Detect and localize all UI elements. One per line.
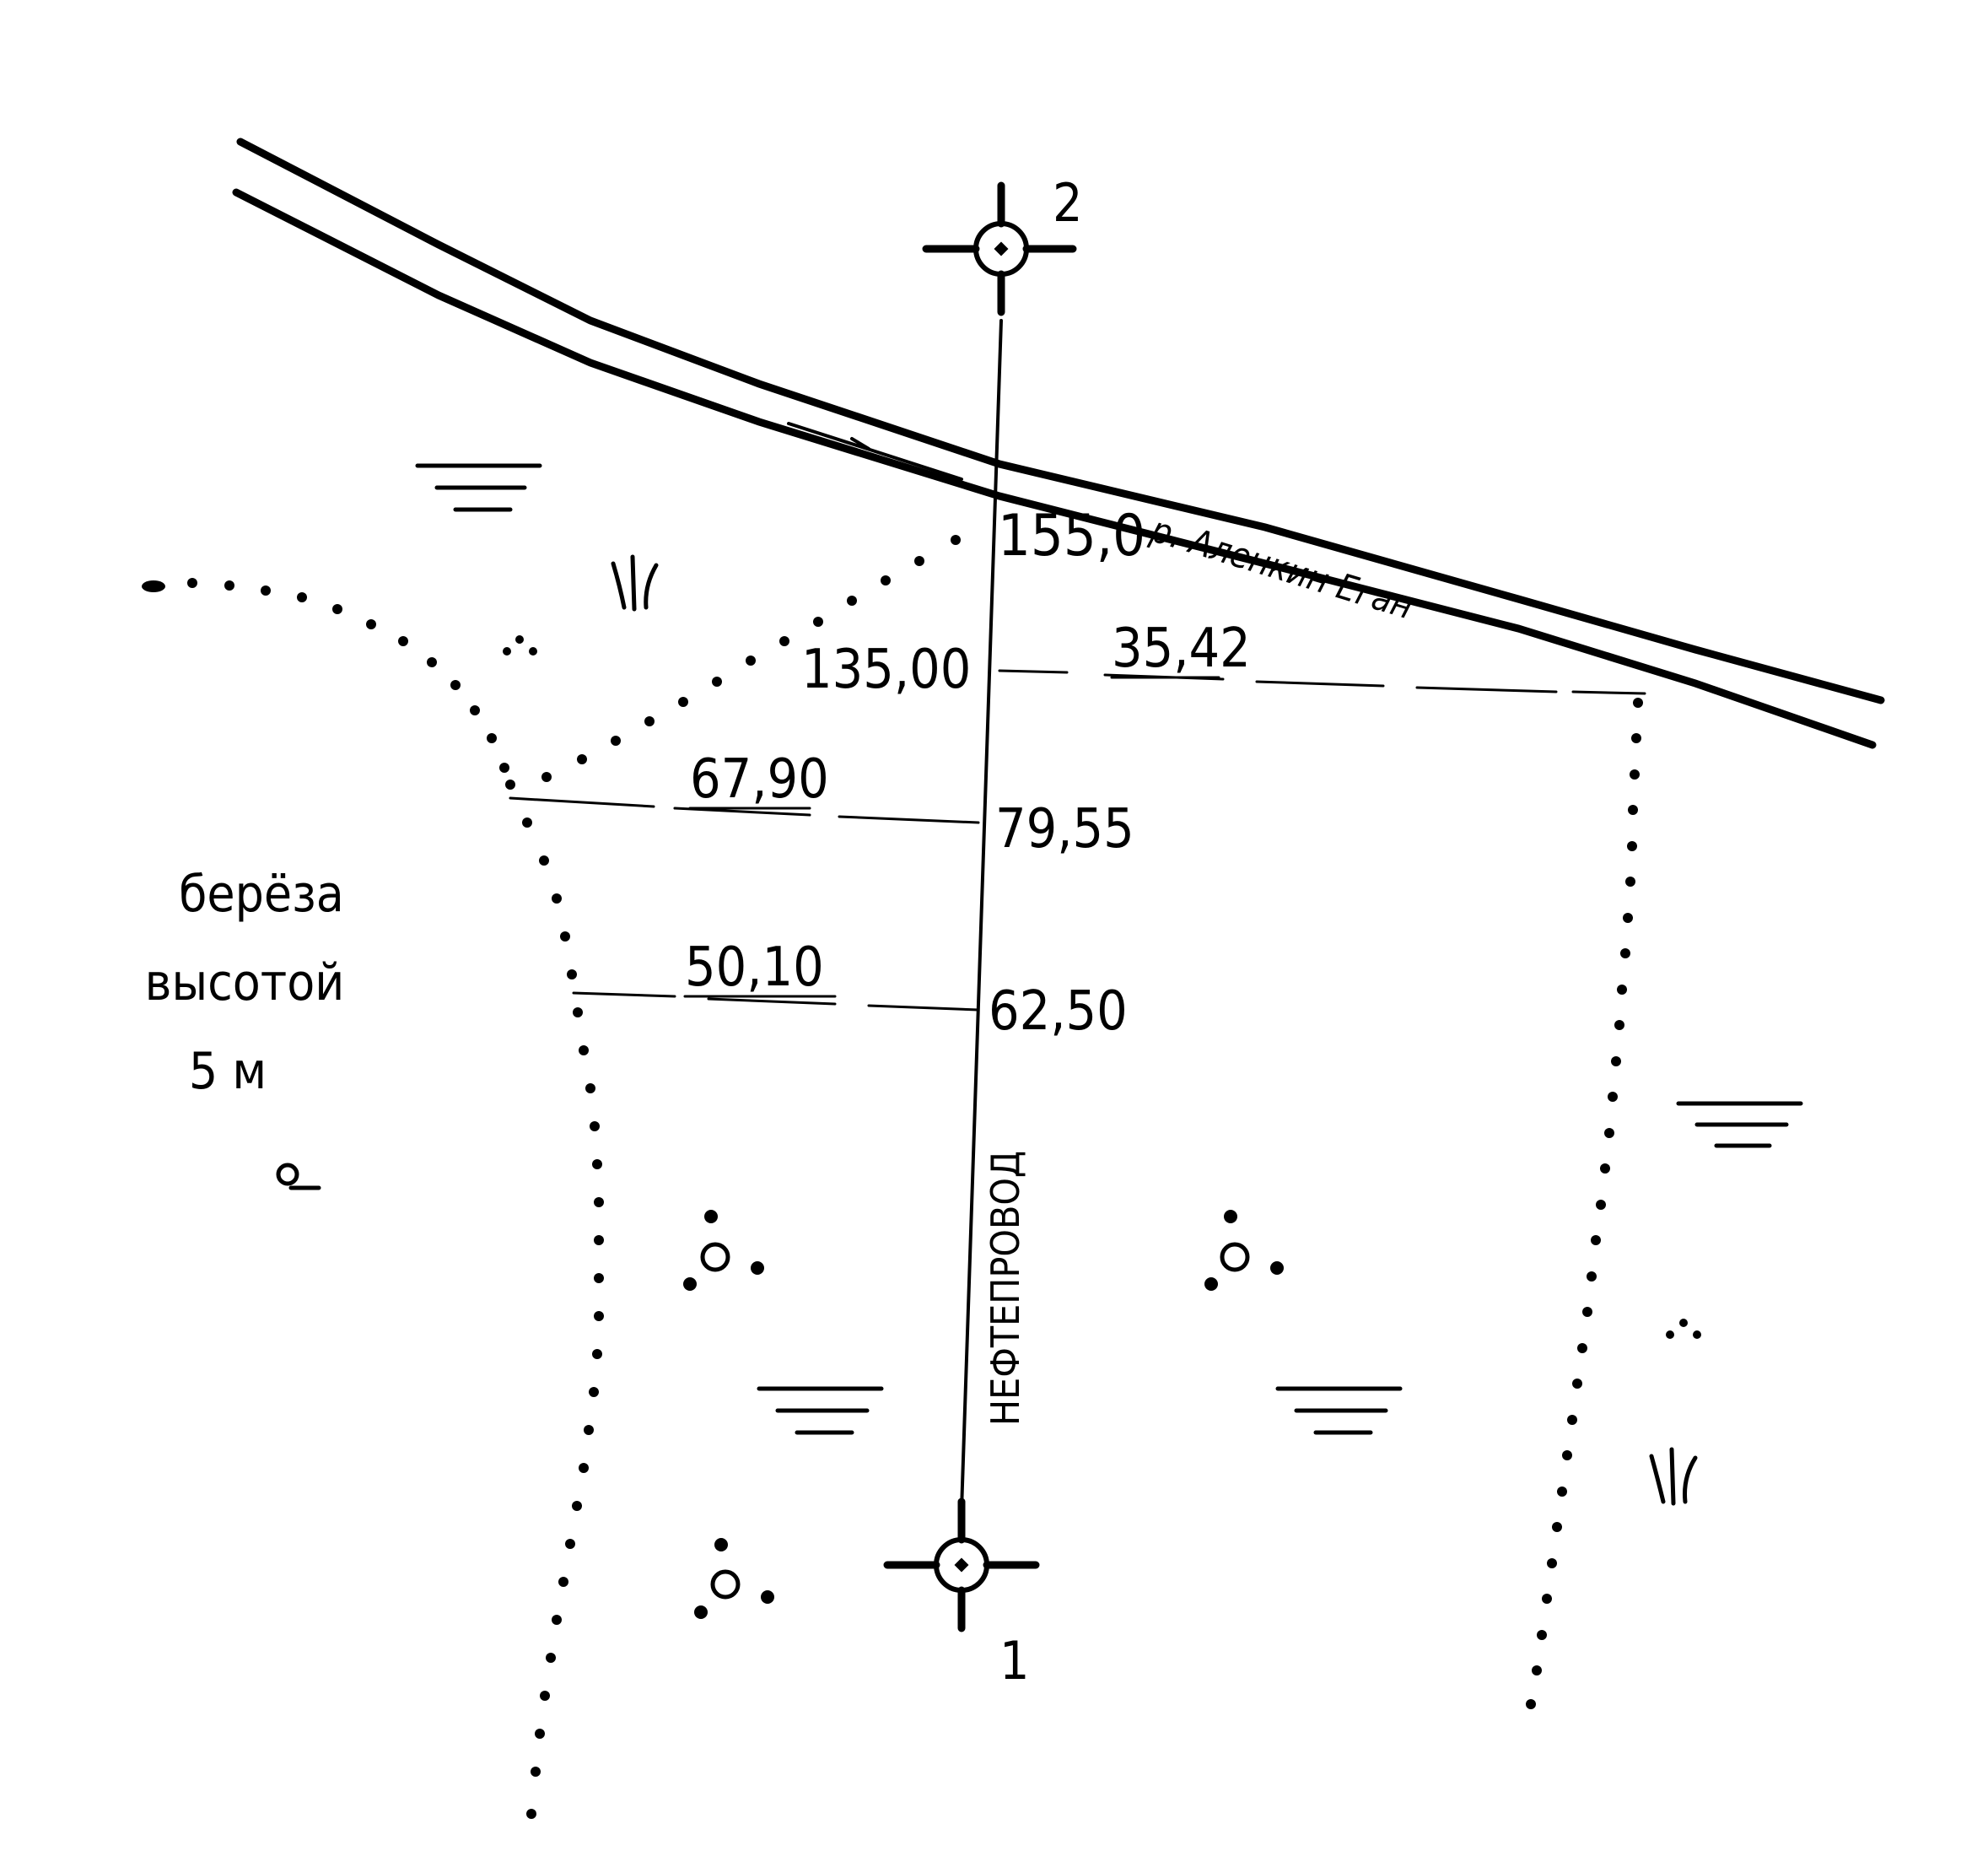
tree-group-icon xyxy=(694,1538,774,1619)
river-bank-north xyxy=(236,138,1885,704)
label-6790: 67,90 xyxy=(690,748,829,811)
survey-station-2 xyxy=(922,181,1077,316)
tree-group-icon xyxy=(683,1210,764,1291)
label-135: 135,00 xyxy=(801,639,971,701)
river-bank-south xyxy=(232,188,1877,749)
dotted-contours xyxy=(142,535,1643,1819)
label-5010: 50,10 xyxy=(685,936,824,999)
tree-group-icon xyxy=(1204,1210,1284,1291)
swamp-icon xyxy=(1275,1386,1403,1435)
swamp-icon xyxy=(1676,1101,1803,1148)
river-label: р. Аленкин Еган xyxy=(1145,508,1418,627)
station-2-label: 2 xyxy=(1053,172,1082,234)
swamp-icon xyxy=(757,1386,884,1435)
birch-note-line1: берёза xyxy=(179,865,344,924)
label-155: 155,0 xyxy=(998,503,1145,569)
grass-icon xyxy=(1649,1447,1698,1506)
offset-line-135 xyxy=(998,669,1646,695)
shrub-icon xyxy=(503,635,537,656)
single-tree-icon xyxy=(276,1163,321,1190)
survey-station-1 xyxy=(883,1497,1040,1632)
river-flow-arrow xyxy=(787,422,963,481)
offset-underlines xyxy=(683,676,1220,998)
offset-line-6250 xyxy=(572,991,980,1012)
birch-note-line3: 5 м xyxy=(189,1042,267,1101)
pipeline-line xyxy=(960,319,1003,1512)
pipeline-label: НЕФТЕПРОВОД xyxy=(983,1151,1028,1426)
birch-note-line2: высотой xyxy=(145,953,345,1012)
grass-icon xyxy=(611,554,659,612)
label-7955: 79,55 xyxy=(995,798,1134,861)
shrub-icon xyxy=(1666,1319,1701,1339)
station-1-label: 1 xyxy=(999,1630,1029,1692)
swamp-icon xyxy=(415,463,542,512)
label-3542: 35,42 xyxy=(1112,618,1251,680)
label-6250: 62,50 xyxy=(989,980,1128,1043)
